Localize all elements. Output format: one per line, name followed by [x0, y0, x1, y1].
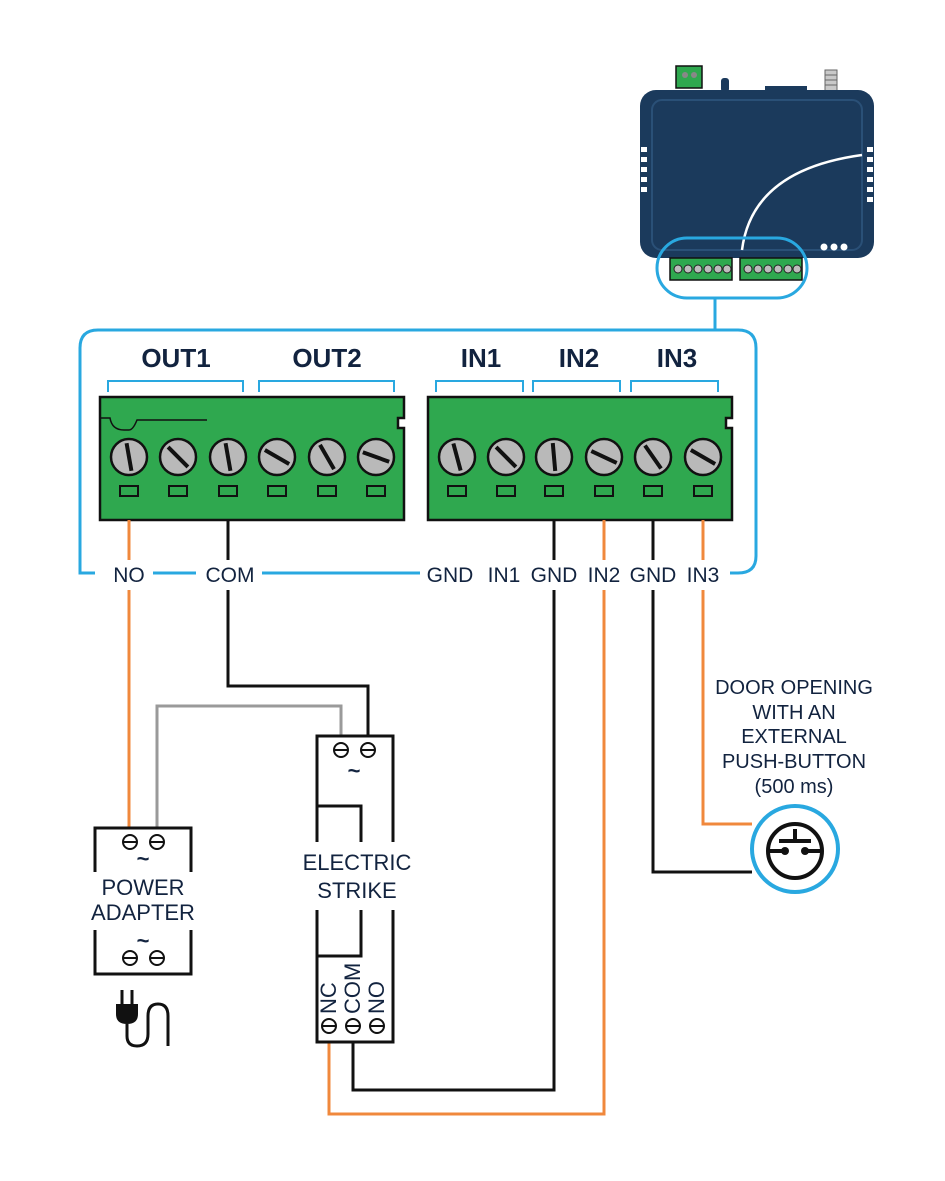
strike-label-line2: STRIKE [317, 878, 396, 903]
terminal-slot [366, 485, 386, 497]
terminal-slot [496, 485, 516, 497]
header-in3: IN3 [657, 343, 697, 373]
terminal-slot [119, 485, 139, 497]
pin-label-gnd-1: GND [427, 564, 474, 587]
terminal-screw-icon [257, 437, 297, 497]
terminal-screw-icon [208, 437, 248, 497]
note-line2: WITH AN [752, 702, 835, 724]
strike-ac-symbol: ~ [348, 758, 361, 783]
header-in1: IN1 [461, 343, 501, 373]
strike-contact-com: COM [340, 963, 365, 1014]
device-top-connector [675, 65, 703, 89]
terminal-screw-icon [307, 437, 347, 497]
adapter-label-line2: ADAPTER [91, 900, 195, 925]
pin-label-in2: IN2 [588, 564, 621, 587]
terminal-screw-icon [356, 437, 396, 497]
header-in2: IN2 [559, 343, 599, 373]
wire-in2-to-strike-nc [327, 590, 606, 1116]
device-body [640, 90, 874, 258]
wire-adapter-to-strike [155, 704, 343, 828]
adapter-label-line1: POWER [101, 875, 184, 900]
electric-strike: ~ ELECTRIC STRIKE NC COM NO [300, 734, 412, 1044]
terminal-screw-icon [158, 437, 198, 497]
device-side-leds-right [867, 147, 873, 202]
pin-label-in1: IN1 [488, 564, 521, 587]
terminal-screw-icon [683, 437, 723, 497]
terminal-screw-icon [584, 437, 624, 497]
adapter-ac-symbol-top: ~ [137, 846, 150, 871]
pin-label-gnd-3: GND [630, 564, 677, 587]
terminal-slot [544, 485, 564, 497]
wire-gnd-to-button [651, 590, 752, 874]
wire-in3-to-button [701, 590, 752, 826]
terminal-screw-icon [486, 437, 526, 497]
push-button-icon [766, 822, 824, 880]
terminal-slot [447, 485, 467, 497]
zoom-highlight-ellipse [655, 236, 809, 300]
pin-label-no: NO [113, 564, 145, 587]
pin-label-com: COM [206, 564, 255, 587]
strike-contact-nc: NC [316, 982, 341, 1014]
push-button [750, 804, 840, 894]
pin-label-in3: IN3 [687, 564, 720, 587]
terminal-slot [317, 485, 337, 497]
header-out1: OUT1 [141, 343, 210, 373]
note-line4: PUSH-BUTTON [722, 751, 866, 773]
device-side-leds-left [641, 147, 647, 192]
device-led-post [721, 78, 729, 92]
push-button-highlight [750, 804, 840, 894]
adapter-screw-icon [122, 834, 165, 966]
note-line3: EXTERNAL [741, 726, 847, 748]
terminal-screw-icon [109, 437, 149, 497]
header-out2: OUT2 [292, 343, 361, 373]
terminal-slot [267, 485, 287, 497]
terminal-screw-icon [437, 437, 477, 497]
terminal-screw-icon [534, 437, 574, 497]
terminal-slot [168, 485, 188, 497]
zoom-frame [78, 328, 758, 575]
device-status-leds [820, 243, 848, 251]
controller-device [640, 65, 874, 330]
strike-label-line1: ELECTRIC [303, 850, 412, 875]
terminal-slot [218, 485, 238, 497]
note-line1: DOOR OPENING [715, 677, 873, 699]
strike-contact-no: NO [364, 981, 389, 1014]
terminal-screw-icon [633, 437, 673, 497]
terminal-slot [693, 485, 713, 497]
push-button-note: DOOR OPENING WITH AN EXTERNAL PUSH-BUTTO… [715, 677, 873, 798]
wire-com-to-strike [226, 590, 370, 736]
pin-label-gnd-2: GND [531, 564, 578, 587]
power-plug-icon [116, 990, 170, 1048]
wire-gnd-to-strike-com [351, 590, 556, 1092]
terminal-slot [643, 485, 663, 497]
power-adapter: ~ POWER ADAPTER ~ [91, 826, 195, 976]
note-line5: (500 ms) [755, 776, 834, 798]
strike-screw-icon [321, 742, 385, 1034]
device-decor-curve [740, 153, 863, 251]
group-brackets [107, 380, 719, 392]
adapter-ac-symbol-bottom: ~ [137, 928, 150, 953]
terminal-slot [594, 485, 614, 497]
